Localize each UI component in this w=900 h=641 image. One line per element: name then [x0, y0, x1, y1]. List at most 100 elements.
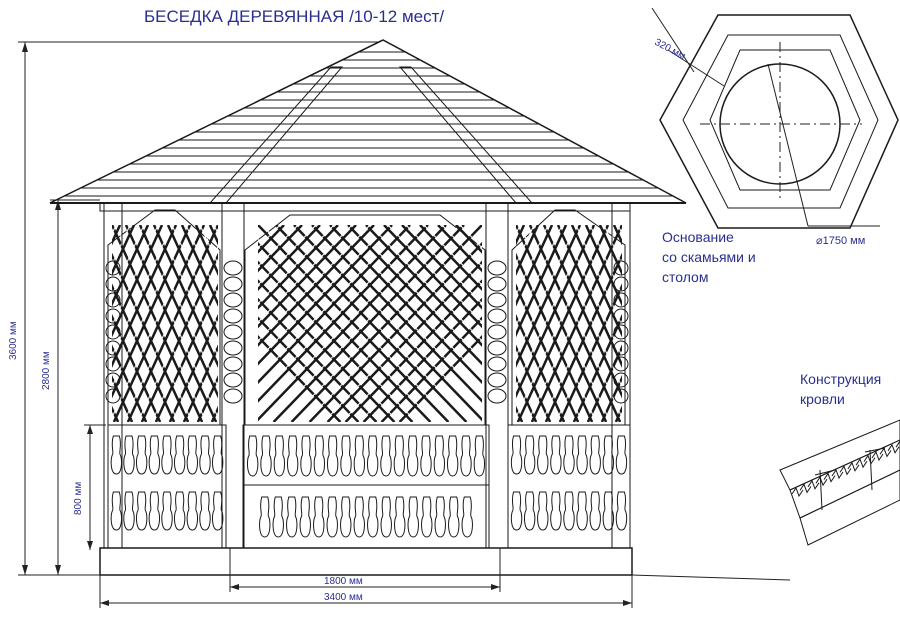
baluster — [273, 435, 286, 477]
baluster — [446, 435, 459, 477]
lattice-slat-gap — [297, 225, 482, 417]
lattice-slat — [530, 225, 622, 422]
baluster — [589, 435, 601, 475]
gazebo-frame — [99, 202, 633, 576]
drawing-title: БЕСЕДКА ДЕРЕВЯННАЯ /10-12 мест/ — [144, 7, 444, 26]
lattice-slat-gap — [527, 225, 619, 422]
baluster — [510, 435, 523, 475]
post — [221, 202, 245, 549]
post-turning — [223, 388, 243, 404]
lattice-slat — [329, 225, 482, 385]
lattice-slat-gap — [112, 225, 173, 358]
baluster — [211, 491, 224, 531]
lattice-slat-gap — [112, 225, 201, 419]
baluster — [523, 491, 536, 531]
lattice-slat-gap — [305, 238, 482, 422]
lattice-slat — [258, 316, 360, 422]
baluster — [161, 491, 173, 531]
baluster — [602, 491, 615, 531]
lattice-slat — [258, 225, 447, 422]
lattice-slat-gap — [112, 225, 187, 389]
lattice-slat — [168, 313, 218, 422]
lattice-slat-gap — [516, 225, 605, 419]
baluster — [380, 496, 392, 538]
lattice-slat-gap — [516, 225, 549, 297]
lattice-slat-gap — [387, 225, 482, 323]
roof-detail-hatch-mark — [799, 483, 812, 494]
lattice-slat — [138, 225, 218, 399]
right-railing — [507, 424, 631, 549]
baluster — [173, 435, 186, 475]
post-turning — [105, 388, 121, 404]
lattice-slat-gap — [597, 368, 622, 422]
center-lattice-panel — [244, 214, 486, 426]
lattice-slat-gap — [315, 225, 482, 398]
lattice-slat — [558, 283, 622, 422]
lattice-slat — [196, 375, 218, 422]
lattice-slat-gap — [258, 225, 335, 305]
lattice-slat — [344, 279, 482, 422]
lattice-slat — [516, 225, 596, 399]
post-turning — [223, 356, 243, 372]
lattice-slat — [516, 375, 538, 422]
post-turning — [105, 372, 121, 388]
baluster — [353, 435, 366, 477]
lattice-slat-gap — [377, 313, 482, 422]
baluster — [615, 491, 628, 531]
lattice-slat — [112, 225, 136, 277]
baluster — [589, 491, 601, 531]
lattice-slat — [398, 334, 482, 422]
post-turning — [487, 356, 507, 372]
lattice-slat-gap — [423, 225, 482, 286]
baluster — [300, 435, 312, 477]
roof-detail-hatch-mark — [855, 458, 868, 469]
lattice-slat — [586, 344, 622, 422]
lattice-slat — [326, 260, 482, 422]
lattice-slat-gap — [516, 225, 577, 358]
roof-detail-hatch-mark — [887, 443, 900, 454]
post-turning — [487, 324, 507, 340]
center-railing — [242, 424, 490, 549]
lattice-slat-gap — [143, 225, 218, 389]
lattice-slat — [308, 241, 482, 422]
dim-800-label: 800 мм — [73, 482, 84, 515]
baluster — [602, 435, 615, 475]
left-railing — [107, 424, 227, 549]
lattice-slat — [584, 225, 622, 307]
lattice-slat-gap — [547, 225, 622, 389]
lattice-slat — [311, 225, 482, 403]
lattice-slat — [556, 225, 622, 368]
lattice-slat — [572, 313, 622, 422]
lattice-slat-gap — [112, 225, 159, 327]
post — [485, 202, 509, 549]
lattice-slat — [112, 225, 164, 338]
baluster — [615, 435, 628, 475]
baluster — [123, 435, 135, 475]
lattice-slat-gap — [151, 276, 218, 422]
lattice-slat-gap — [359, 294, 482, 422]
post-turning — [487, 388, 507, 404]
plan-caption-line-3: столом — [662, 269, 708, 285]
lattice-slat — [126, 225, 218, 422]
baluster — [461, 496, 473, 538]
lattice-slat — [194, 225, 218, 277]
roof-caption-line-2: кровли — [800, 391, 845, 407]
post-turning — [105, 356, 121, 372]
baluster — [340, 496, 352, 538]
baluster — [537, 435, 549, 475]
lattice-slat-gap — [258, 225, 299, 268]
lattice-slat-gap — [115, 225, 207, 422]
lattice-slat — [258, 225, 339, 310]
lattice-slat-gap — [112, 245, 193, 422]
baluster — [434, 496, 446, 538]
lattice-slat-gap — [603, 225, 622, 266]
lattice-slat — [516, 225, 568, 338]
baluster — [550, 491, 562, 531]
diameter-label: ⌀1750 мм — [816, 235, 865, 247]
dim-3400-label: 3400 мм — [324, 592, 363, 603]
lattice-slat-gap — [112, 225, 145, 297]
baluster — [537, 491, 549, 531]
roof-detail-hatch-mark — [871, 450, 884, 462]
lattice-slat — [258, 279, 396, 422]
baluster — [246, 435, 259, 477]
